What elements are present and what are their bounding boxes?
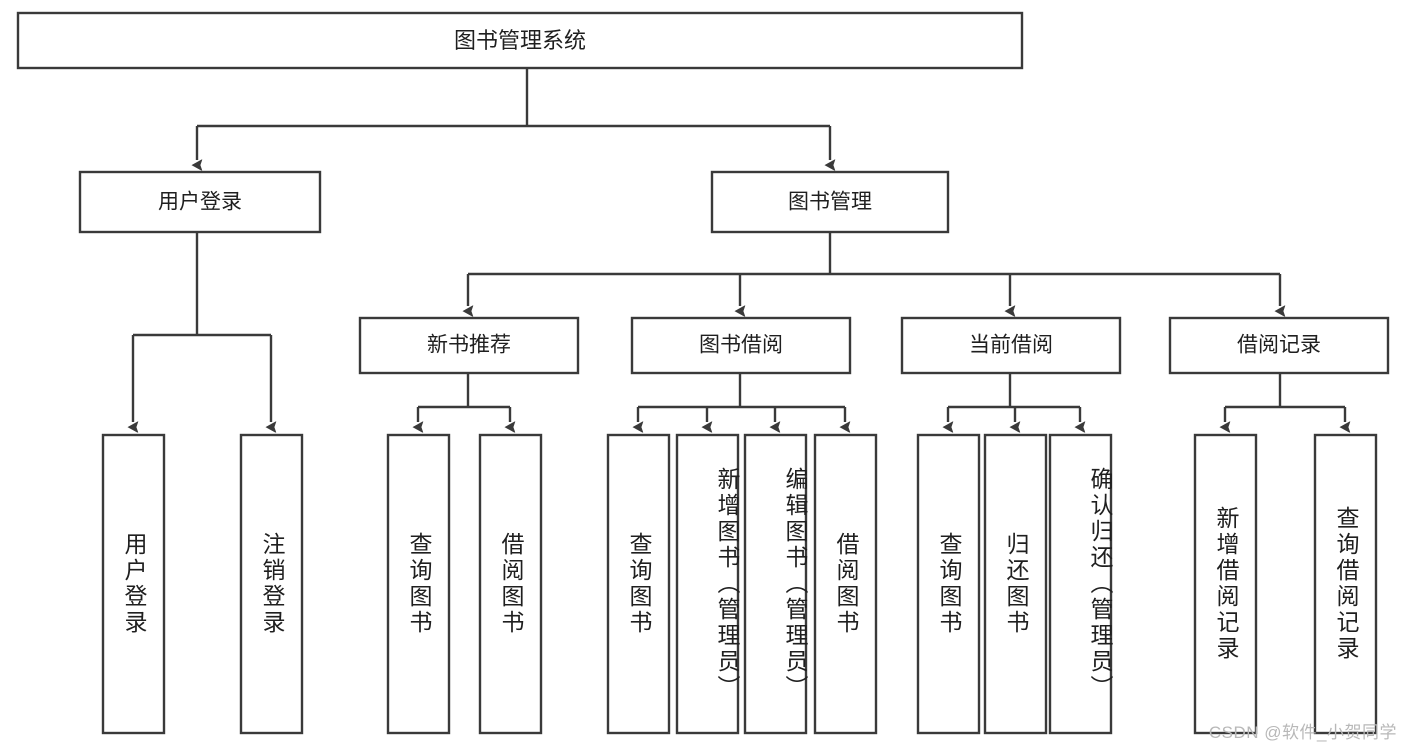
leaf-box-borrow-book-1[interactable] xyxy=(478,433,543,735)
node-book-management[interactable]: 图书管理 xyxy=(710,170,950,234)
connector-group-borrow-record xyxy=(1225,373,1345,422)
csdn-watermark: CSDN @软件_小贺同学 xyxy=(1208,723,1397,742)
node-new-book-recommend[interactable]: 新书推荐 xyxy=(358,316,580,375)
leaf-box-user-login[interactable] xyxy=(101,433,166,735)
node-current-borrow-box[interactable] xyxy=(900,316,1122,375)
leaf-box-query-book-1[interactable] xyxy=(386,433,451,735)
leaf-box-query-book-2[interactable] xyxy=(606,433,671,735)
node-book-borrow-label: 图书借阅 xyxy=(699,334,783,357)
connector-group-current-borrow xyxy=(948,373,1080,422)
node-borrow-record-box[interactable] xyxy=(1168,316,1390,375)
connector-group-book-management xyxy=(468,232,1280,306)
connector-group-user-login xyxy=(133,232,271,422)
node-root-box[interactable] xyxy=(16,11,1024,70)
node-book-borrow-box[interactable] xyxy=(630,316,852,375)
node-borrow-record[interactable]: 借阅记录 xyxy=(1168,316,1390,375)
leaf-box-query-record[interactable] xyxy=(1313,433,1378,735)
node-book-management-label: 图书管理 xyxy=(788,191,872,214)
node-new-book-recommend-label: 新书推荐 xyxy=(427,334,511,357)
connector-group-book-borrow xyxy=(638,373,845,422)
node-borrow-record-label: 借阅记录 xyxy=(1237,334,1321,357)
node-current-borrow-label: 当前借阅 xyxy=(969,334,1053,357)
node-root[interactable]: 图书管理系统 xyxy=(16,11,1024,70)
node-book-borrow[interactable]: 图书借阅 xyxy=(630,316,852,375)
leaf-box-confirm-return[interactable] xyxy=(1048,433,1113,735)
leaf-box-edit-book[interactable] xyxy=(743,433,808,735)
node-user-login-label: 用户登录 xyxy=(158,191,242,214)
leaf-box-add-record[interactable] xyxy=(1193,433,1258,735)
node-user-login[interactable]: 用户登录 xyxy=(78,170,322,234)
leaf-box-borrow-book-2[interactable] xyxy=(813,433,878,735)
leaf-box-logout-login[interactable] xyxy=(239,433,304,735)
leaf-box-add-book[interactable] xyxy=(675,433,740,735)
node-user-login-box[interactable] xyxy=(78,170,322,234)
connector-group-new-book-recommend xyxy=(418,373,510,422)
node-current-borrow[interactable]: 当前借阅 xyxy=(900,316,1122,375)
node-new-book-recommend-box[interactable] xyxy=(358,316,580,375)
node-root-label: 图书管理系统 xyxy=(454,28,586,53)
connector-group-root xyxy=(197,67,830,160)
leaf-box-query-book-3[interactable] xyxy=(916,433,981,735)
leaf-box-return-book[interactable] xyxy=(983,433,1048,735)
node-book-management-box[interactable] xyxy=(710,170,950,234)
